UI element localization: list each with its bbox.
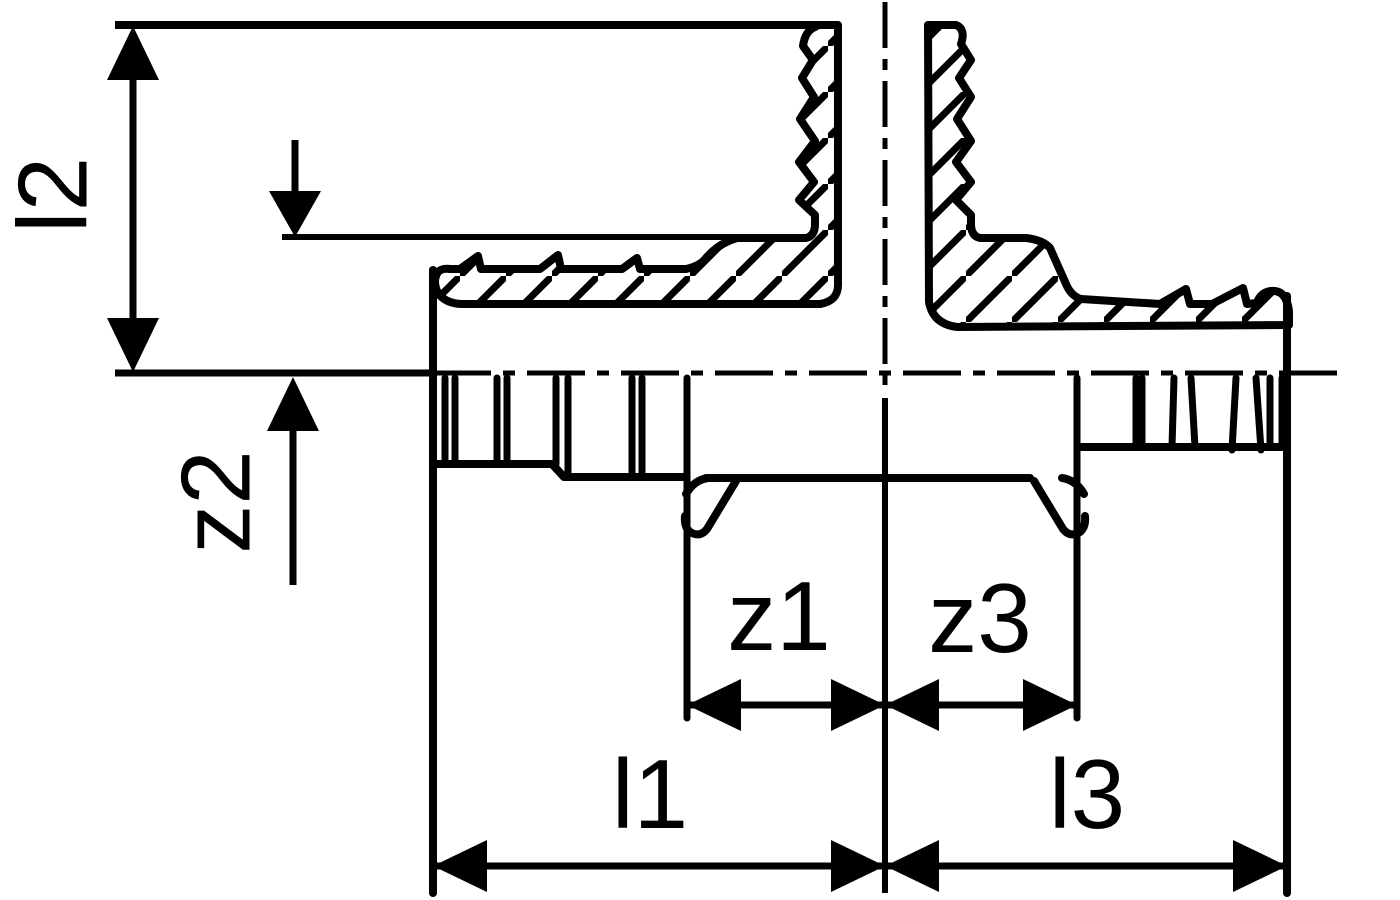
l1-label: l1 bbox=[612, 739, 688, 849]
dimension-z1: z1 bbox=[687, 561, 885, 731]
right-spigot-barb-rings bbox=[1132, 374, 1286, 454]
l3-arrowhead-left bbox=[885, 840, 939, 892]
fitting-external-lower-view bbox=[429, 266, 1291, 897]
z2-label: z2 bbox=[160, 450, 270, 554]
fitting-upper-right-wall bbox=[924, 21, 1293, 331]
l3-label: l3 bbox=[1049, 739, 1125, 849]
z3-label: z3 bbox=[928, 563, 1032, 673]
left-stop-ridge bbox=[680, 474, 740, 539]
fitting-upper-left-wall bbox=[431, 21, 842, 308]
z1-arrowhead-right bbox=[831, 679, 885, 731]
fitting-section bbox=[431, 21, 1293, 331]
dimension-z3: z3 bbox=[885, 563, 1077, 731]
left-spigot-bottom-edge bbox=[429, 460, 688, 481]
z2-arrowhead-down bbox=[269, 191, 321, 237]
l2-arrowhead-down bbox=[107, 318, 159, 372]
l2-arrowhead-up bbox=[107, 26, 159, 80]
dimension-l1: l1 bbox=[433, 739, 885, 892]
z2-arrowhead-up bbox=[267, 377, 319, 431]
z1-arrowhead-left bbox=[687, 679, 741, 731]
left-spigot-barb-rings bbox=[441, 374, 646, 481]
dimension-l3: l3 bbox=[885, 739, 1287, 892]
dimension-l2: l2 bbox=[0, 21, 820, 372]
z3-arrowhead-left bbox=[885, 679, 939, 731]
z3-arrowhead-right bbox=[1023, 679, 1077, 731]
l1-arrowhead-left bbox=[433, 840, 487, 892]
l1-arrowhead-right bbox=[831, 840, 885, 892]
l2-label: l2 bbox=[0, 157, 107, 233]
dimension-z2: z2 bbox=[160, 140, 808, 585]
l3-arrowhead-right bbox=[1233, 840, 1287, 892]
z1-label: z1 bbox=[727, 561, 831, 671]
